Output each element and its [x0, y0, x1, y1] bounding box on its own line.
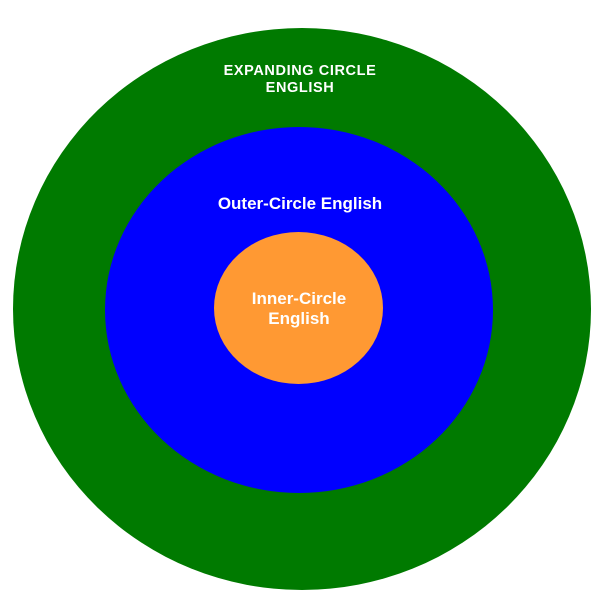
inner-circle-label: Inner-Circle English: [251, 289, 347, 328]
outer-circle-label: Outer-Circle English: [217, 194, 383, 213]
expanding-circle-label: EXPANDING CIRCLE ENGLISH: [223, 63, 377, 96]
inner-circle: [214, 232, 383, 384]
